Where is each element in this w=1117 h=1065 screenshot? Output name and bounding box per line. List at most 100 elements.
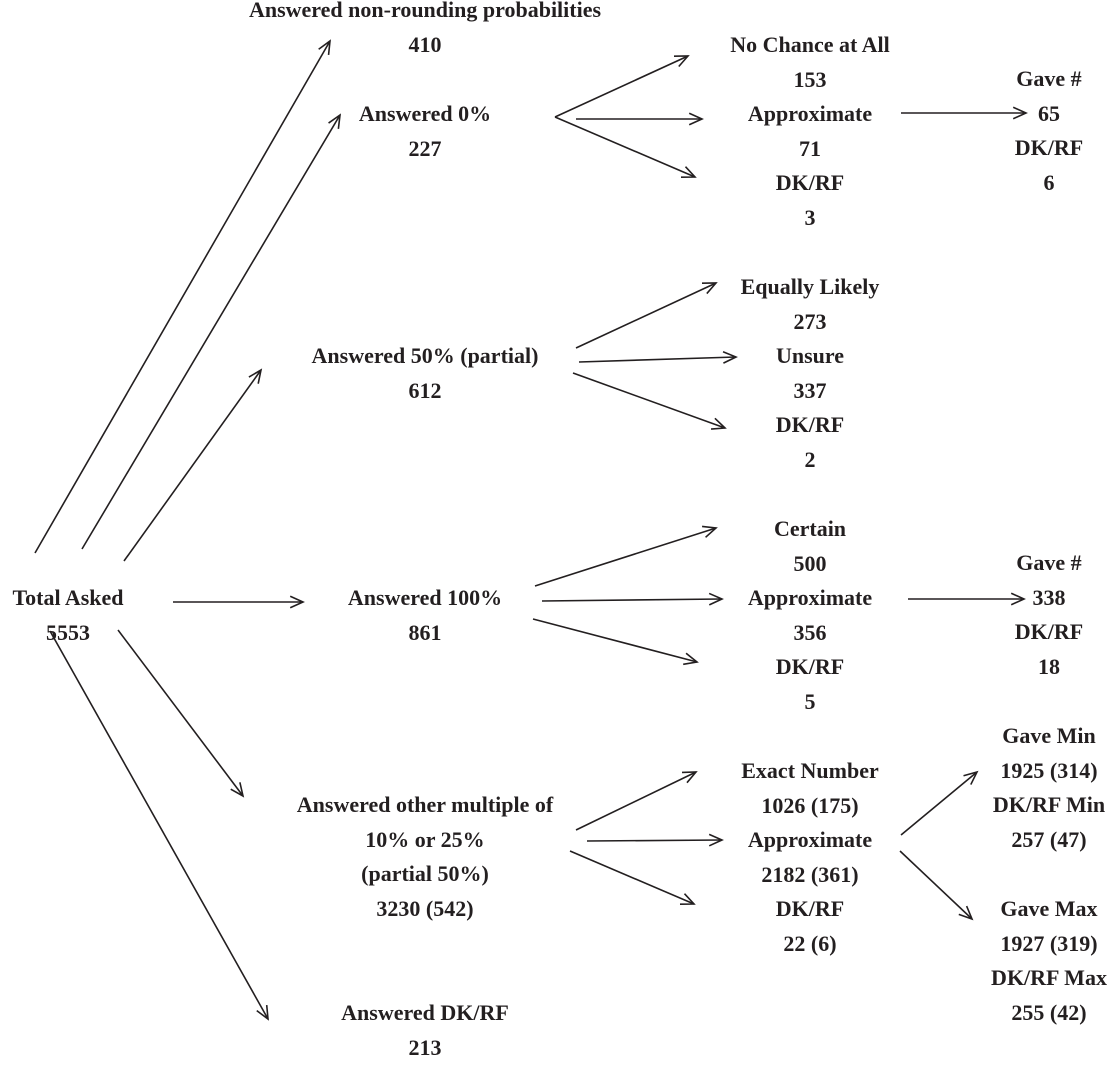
node-exact-number-line-1: Exact Number xyxy=(741,754,878,789)
node-answered-50-line-2: 612 xyxy=(312,374,539,409)
node-answered-other-multiple-line-2: 10% or 25% xyxy=(297,823,553,858)
arrow-fifty-to-dkrf-shaft xyxy=(573,373,725,428)
node-certain: Certain 500 xyxy=(774,512,846,581)
node-certain-line-1: Certain xyxy=(774,512,846,547)
arrow-total-to-hundred xyxy=(173,596,303,607)
node-gave-min-line-4: 257 (47) xyxy=(993,823,1105,858)
node-gave-max-line-3: DK/RF Max xyxy=(991,961,1107,996)
node-no-chance-at-all-line-2: 153 xyxy=(730,63,890,98)
arrow-zero-to-approx xyxy=(576,113,702,124)
node-answered-non-rounding-line-2: 410 xyxy=(249,28,601,63)
node-zero-dk-rf-line-2: 3 xyxy=(776,201,844,236)
node-gave-min-line-3: DK/RF Min xyxy=(993,788,1105,823)
node-hundred-dk-rf-line-2: 5 xyxy=(776,685,844,720)
node-unsure-line-1: Unsure xyxy=(776,339,844,374)
arrow-total-to-other-shaft xyxy=(118,630,243,796)
node-answered-0-line-2: 227 xyxy=(359,132,491,167)
arrow-zero-to-dkrf xyxy=(555,117,695,177)
node-gave-min-line-1: Gave Min xyxy=(993,719,1105,754)
node-zero-approximate-line-1: Approximate xyxy=(748,97,872,132)
arrow-other-approx-to-max xyxy=(900,851,972,919)
arrow-hundred-to-certain-shaft xyxy=(535,528,716,586)
node-answered-100-line-2: 861 xyxy=(348,616,502,651)
node-zero-approximate-line-2: 71 xyxy=(748,132,872,167)
node-other-approximate: Approximate 2182 (361) xyxy=(748,823,872,892)
node-answered-non-rounding: Answered non-rounding probabilities 410 xyxy=(249,0,601,62)
arrow-hundred-to-approx-shaft xyxy=(542,599,722,601)
arrow-total-to-zero xyxy=(82,115,340,549)
node-fifty-dk-rf-line-2: 2 xyxy=(776,443,844,478)
arrow-total-to-zero-head xyxy=(329,115,340,129)
node-answered-0-line-1: Answered 0% xyxy=(359,97,491,132)
arrow-total-to-other xyxy=(118,630,243,796)
node-gave-max-line-1: Gave Max xyxy=(991,892,1107,927)
arrow-other-to-exact-shaft xyxy=(576,772,696,830)
node-gave-max-line-4: 255 (42) xyxy=(991,996,1107,1031)
arrow-total-to-dkrf-head xyxy=(257,1005,268,1019)
arrow-fifty-to-equally-shaft xyxy=(576,283,716,348)
arrow-fifty-to-unsure-shaft xyxy=(579,357,736,362)
node-certain-line-2: 500 xyxy=(774,547,846,582)
node-exact-number: Exact Number 1026 (175) xyxy=(741,754,878,823)
arrow-total-to-fifty xyxy=(124,370,261,561)
node-answered-non-rounding-line-1: Answered non-rounding probabilities xyxy=(249,0,601,28)
node-hundred-approximate-outcomes: Gave # 338 DK/RF 18 xyxy=(1015,546,1083,684)
arrow-total-to-dkrf xyxy=(50,631,268,1019)
arrow-total-to-fifty-shaft xyxy=(124,370,261,561)
arrow-other-to-approx-shaft xyxy=(587,840,722,841)
node-zero-dk-rf: DK/RF 3 xyxy=(776,166,844,235)
arrow-fifty-to-unsure xyxy=(579,352,736,363)
arrow-hundred-to-approx xyxy=(542,593,722,604)
arrow-hundred-to-dkrf xyxy=(533,619,697,664)
node-answered-0: Answered 0% 227 xyxy=(359,97,491,166)
arrow-hundred-approx-to-out xyxy=(908,593,1024,604)
node-answered-dk-rf: Answered DK/RF 213 xyxy=(341,996,509,1065)
node-other-approximate-line-1: Approximate xyxy=(748,823,872,858)
node-answered-other-multiple-line-3: (partial 50%) xyxy=(297,857,553,892)
arrow-other-approx-to-min-shaft xyxy=(901,772,977,835)
node-answered-other-multiple-line-1: Answered other multiple of xyxy=(297,788,553,823)
arrow-total-to-dkrf-shaft xyxy=(50,631,268,1019)
arrow-hundred-to-dkrf-shaft xyxy=(533,619,697,662)
node-hundred-dk-rf: DK/RF 5 xyxy=(776,650,844,719)
node-other-dk-rf-line-2: 22 (6) xyxy=(776,927,844,962)
node-fifty-dk-rf: DK/RF 2 xyxy=(776,408,844,477)
arrow-zero-to-nochance-shaft xyxy=(555,56,688,117)
node-gave-min: Gave Min 1925 (314) DK/RF Min 257 (47) xyxy=(993,719,1105,857)
arrow-other-approx-to-max-shaft xyxy=(900,851,972,919)
node-unsure-line-2: 337 xyxy=(776,374,844,409)
arrow-other-to-dkrf-shaft xyxy=(570,851,694,904)
node-answered-100: Answered 100% 861 xyxy=(348,581,502,650)
node-other-dk-rf-line-1: DK/RF xyxy=(776,892,844,927)
node-equally-likely: Equally Likely 273 xyxy=(741,270,880,339)
node-answered-dk-rf-line-1: Answered DK/RF xyxy=(341,996,509,1031)
node-no-chance-at-all: No Chance at All 153 xyxy=(730,28,890,97)
arrow-fifty-to-equally xyxy=(576,283,716,348)
node-answered-dk-rf-line-2: 213 xyxy=(341,1031,509,1065)
node-unsure: Unsure 337 xyxy=(776,339,844,408)
node-total-asked-line-2: 5553 xyxy=(12,616,123,651)
arrow-other-to-dkrf xyxy=(570,851,694,904)
arrow-fifty-to-dkrf xyxy=(573,373,725,429)
node-hundred-approximate-outcomes-line-3: DK/RF xyxy=(1015,615,1083,650)
node-equally-likely-line-2: 273 xyxy=(741,305,880,340)
node-exact-number-line-2: 1026 (175) xyxy=(741,789,878,824)
node-answered-other-multiple: Answered other multiple of 10% or 25% (p… xyxy=(297,788,553,926)
node-total-asked-line-1: Total Asked xyxy=(12,581,123,616)
node-zero-approximate-outcomes-line-4: 6 xyxy=(1015,166,1083,201)
node-hundred-approximate-outcomes-line-4: 18 xyxy=(1015,650,1083,685)
node-zero-approximate-outcomes: Gave # 65 DK/RF 6 xyxy=(1015,62,1083,200)
node-answered-50-line-1: Answered 50% (partial) xyxy=(312,339,539,374)
arrow-hundred-to-certain xyxy=(535,526,716,586)
node-gave-max-line-2: 1927 (319) xyxy=(991,927,1107,962)
arrow-zero-approx-to-out xyxy=(901,107,1026,118)
arrow-other-approx-to-min xyxy=(901,772,977,835)
arrow-zero-to-dkrf-shaft xyxy=(555,117,695,177)
node-gave-min-line-2: 1925 (314) xyxy=(993,754,1105,789)
node-hundred-approximate: Approximate 356 xyxy=(748,581,872,650)
node-hundred-dk-rf-line-1: DK/RF xyxy=(776,650,844,685)
node-answered-100-line-1: Answered 100% xyxy=(348,581,502,616)
node-hundred-approximate-line-2: 356 xyxy=(748,616,872,651)
node-hundred-approximate-outcomes-line-2: 338 xyxy=(1015,581,1083,616)
arrow-total-to-nonround xyxy=(35,41,330,553)
